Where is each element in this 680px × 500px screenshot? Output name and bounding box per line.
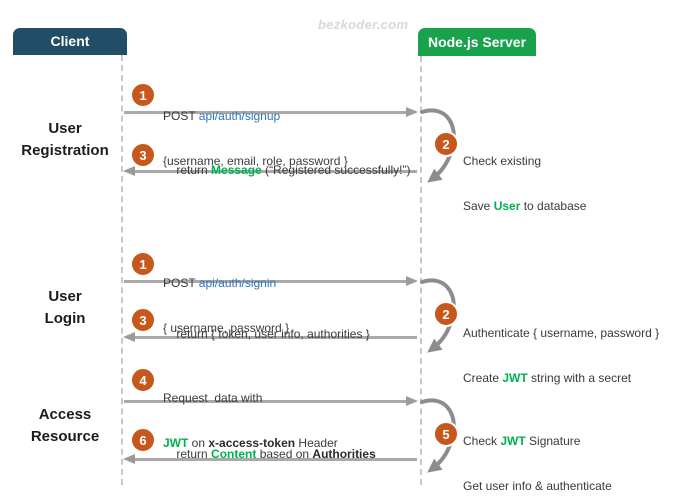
step-badge-5: 5 xyxy=(433,421,459,447)
msg-content-response: return Content based on Authorities xyxy=(176,447,376,461)
arrowhead-left-icon xyxy=(123,166,135,176)
server-lifeline xyxy=(420,56,422,485)
step-badge-4: 4 xyxy=(130,367,156,393)
msg-signup-request: POST api/auth/signup {username, email, r… xyxy=(163,109,348,168)
arrow-signin-request xyxy=(123,276,418,286)
arrow-register-response xyxy=(123,166,418,176)
arrowhead-left-icon xyxy=(123,454,135,464)
msg-check-existing: Check existing Save User to database xyxy=(463,154,587,213)
step-badge-2: 2 xyxy=(433,131,459,157)
arrow-content-response xyxy=(123,454,418,464)
arrowhead-right-icon xyxy=(406,276,418,286)
endpoint-link-text: api/auth/signin xyxy=(198,276,277,290)
msg-authenticate: Authenticate { username, password } Crea… xyxy=(463,326,660,385)
step-badge-2: 2 xyxy=(433,301,459,327)
arrowhead-left-icon xyxy=(123,332,135,342)
step-badge-3: 3 xyxy=(130,142,156,168)
actor-server: Node.js Server xyxy=(418,28,536,56)
msg-verify-jwt: Check JWT Signature Get user info & auth… xyxy=(463,434,612,493)
step-badge-1: 1 xyxy=(130,251,156,277)
client-lifeline xyxy=(121,55,123,485)
msg-signin-response: return { token, user info, authorities } xyxy=(176,327,370,341)
arrow-signup-request xyxy=(123,107,418,117)
msg-resource-request: Request data with JWT on x-access-token … xyxy=(163,391,338,450)
step-badge-6: 6 xyxy=(130,427,156,453)
step-badge-3: 3 xyxy=(130,307,156,333)
actor-client: Client xyxy=(13,28,127,55)
watermark: bezkoder.com xyxy=(318,17,409,32)
arrow-signin-response xyxy=(123,332,418,342)
msg-signin-request: POST api/auth/signin { username, passwor… xyxy=(163,276,290,335)
msg-register-response: return Message (“Registered successfully… xyxy=(176,163,411,177)
step-badge-1: 1 xyxy=(130,82,156,108)
arrowhead-right-icon xyxy=(406,107,418,117)
arrowhead-right-icon xyxy=(406,396,418,406)
arrow-resource-request xyxy=(123,396,418,406)
endpoint-link-text: api/auth/signup xyxy=(198,109,281,123)
